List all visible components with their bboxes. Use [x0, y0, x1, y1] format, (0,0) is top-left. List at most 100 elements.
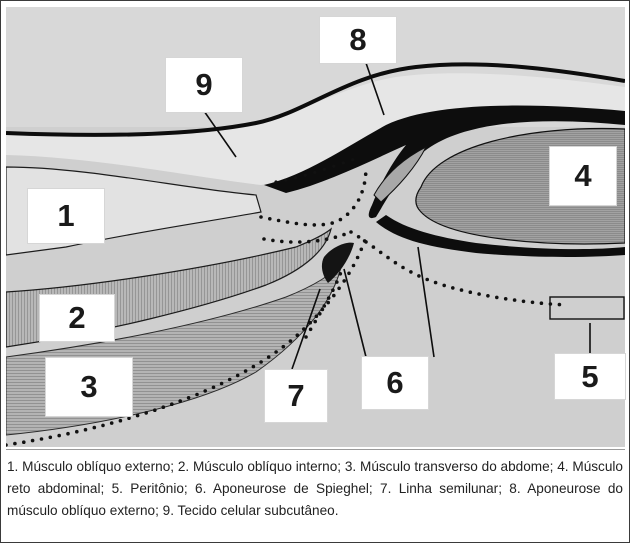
dot [212, 386, 216, 390]
dot [409, 270, 413, 274]
dot [486, 294, 490, 298]
dot [31, 439, 35, 443]
dot [66, 432, 70, 436]
dot [417, 274, 421, 278]
caption-divider [6, 449, 625, 450]
dot [294, 176, 297, 179]
label-7: 7 [264, 369, 328, 423]
dot [277, 219, 281, 223]
dot [325, 237, 329, 241]
dot [323, 304, 327, 308]
dot [274, 180, 277, 183]
dot [531, 301, 535, 305]
dot [386, 256, 390, 260]
dot [236, 374, 240, 378]
dot [228, 378, 232, 382]
dot [170, 402, 174, 406]
dot [289, 240, 293, 244]
label-3: 3 [45, 357, 133, 417]
dot [347, 272, 351, 276]
dot [282, 345, 286, 349]
dot [360, 248, 364, 252]
dot [401, 266, 405, 270]
dot [309, 328, 313, 332]
figure-caption: 1. Músculo oblíquo externo; 2. Músculo o… [7, 456, 623, 522]
dot [296, 333, 300, 337]
dot [286, 220, 290, 224]
dot [57, 434, 61, 438]
dot [339, 272, 343, 276]
dot [84, 428, 88, 432]
label-5: 5 [554, 353, 626, 400]
dot [394, 261, 398, 265]
dot [349, 230, 353, 234]
dot [295, 222, 299, 226]
dot [342, 233, 346, 237]
dot [360, 190, 364, 194]
label-8: 8 [319, 16, 397, 64]
dot [318, 312, 322, 316]
dot [110, 421, 114, 425]
dot [75, 430, 79, 434]
dot [252, 365, 256, 369]
label-9: 9 [165, 57, 243, 113]
dot [307, 240, 311, 244]
dot [22, 440, 26, 444]
dot [195, 393, 199, 397]
dot [337, 287, 341, 291]
dot [259, 215, 263, 219]
dot [326, 301, 330, 305]
dot [372, 245, 376, 249]
dot [363, 181, 367, 185]
label-1: 1 [27, 188, 105, 244]
dot [339, 218, 343, 222]
dot [144, 411, 148, 415]
dot [316, 239, 320, 243]
dot [495, 296, 499, 300]
dot [136, 414, 140, 418]
dot [289, 339, 293, 343]
dot [442, 284, 446, 288]
dot [304, 223, 308, 227]
label-6: 6 [361, 356, 429, 410]
dot [268, 217, 272, 221]
dot [434, 281, 438, 285]
dot [513, 298, 517, 302]
dot [425, 278, 429, 282]
dot [304, 174, 307, 177]
dot [280, 240, 284, 244]
dot [364, 240, 368, 244]
dot [274, 350, 278, 354]
dot [13, 442, 17, 446]
dot [313, 320, 317, 324]
dot [119, 419, 123, 423]
dot [244, 369, 248, 373]
dot [284, 179, 287, 182]
dot [522, 300, 526, 304]
dot [504, 297, 508, 301]
dot [342, 279, 346, 283]
dot [460, 288, 464, 292]
dot [332, 165, 335, 168]
dot [332, 294, 336, 298]
dot [304, 335, 308, 339]
dot [178, 399, 182, 403]
dot [313, 223, 317, 227]
dot [93, 426, 97, 430]
dot [334, 235, 338, 239]
dot [351, 158, 354, 161]
label-4: 4 [549, 146, 617, 206]
dot [187, 396, 191, 400]
dot [315, 314, 319, 318]
dot [331, 288, 335, 292]
dot [356, 256, 360, 260]
dot [342, 161, 345, 164]
dot [469, 290, 473, 294]
dot [49, 436, 53, 440]
dot [335, 280, 339, 284]
dot [321, 308, 325, 312]
dot [352, 206, 356, 210]
dot [267, 355, 271, 359]
dot [330, 221, 334, 225]
